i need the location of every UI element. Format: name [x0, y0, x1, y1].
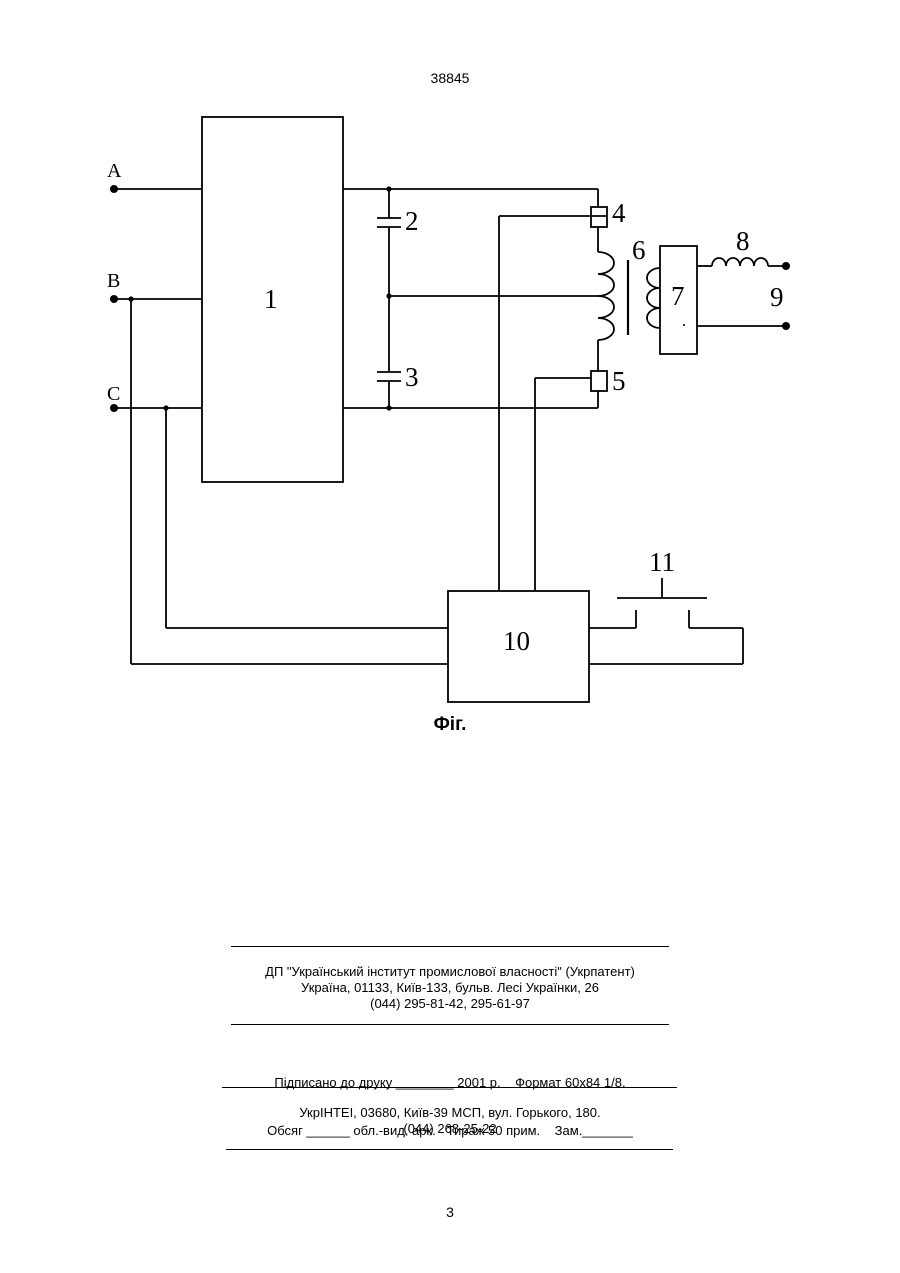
primary-winding — [598, 252, 614, 340]
publisher-address: Україна, 01133, Київ-133, бульв. Лесі Ук… — [0, 980, 900, 996]
label-inductor-8: 8 — [736, 226, 750, 256]
label-output-9: 9 — [770, 282, 784, 312]
print-info-block: Підписано до друку ________ 2001 р. Форм… — [0, 1043, 900, 1155]
figure-caption: Фіг. — [0, 714, 900, 736]
divider — [231, 1024, 669, 1025]
label-block-10: 10 — [503, 626, 530, 656]
label-capacitor-2: 2 — [405, 206, 419, 236]
page-number: 3 — [0, 1204, 900, 1220]
terminal-label-a: A — [107, 160, 122, 182]
label-button-11: 11 — [649, 547, 675, 577]
switch-4 — [591, 207, 607, 227]
publisher-phone: (044) 295-81-42, 295-61-97 — [0, 996, 900, 1012]
label-switch-5: 5 — [612, 366, 626, 396]
printer-address: УкрІНТЕІ, 03680, Київ-39 МСП, вул. Горьк… — [0, 1105, 900, 1121]
publisher-name: ДП "Український інститут промислової вла… — [0, 964, 900, 980]
label-switch-4: 4 — [612, 198, 626, 228]
terminal-label-c: C — [107, 383, 120, 405]
label-block-1: 1 — [264, 284, 278, 314]
divider — [231, 946, 669, 947]
label-transformer-6: 6 — [632, 235, 646, 265]
divider — [226, 1149, 673, 1150]
diagram-wiring — [114, 117, 786, 702]
label-block-7: 7 — [671, 281, 685, 311]
terminal-label-b: B — [107, 270, 120, 292]
label-capacitor-3: 3 — [405, 362, 419, 392]
printer-block: УкрІНТЕІ, 03680, Київ-39 МСП, вул. Горьк… — [0, 1105, 900, 1137]
secondary-winding — [647, 268, 660, 328]
switch-5 — [591, 371, 607, 391]
print-info-line-1: Підписано до друку ________ 2001 р. Форм… — [0, 1075, 900, 1091]
circuit-diagram: A B C 1 2 3 4 5 6 7 8 9 10 11 — [0, 0, 900, 740]
divider — [222, 1087, 677, 1088]
printer-phone: (044) 268-25-22 — [0, 1121, 900, 1137]
publisher-block: ДП "Український інститут промислової вла… — [0, 964, 900, 1012]
inductor-8 — [712, 258, 768, 266]
junction-dots — [110, 185, 790, 412]
